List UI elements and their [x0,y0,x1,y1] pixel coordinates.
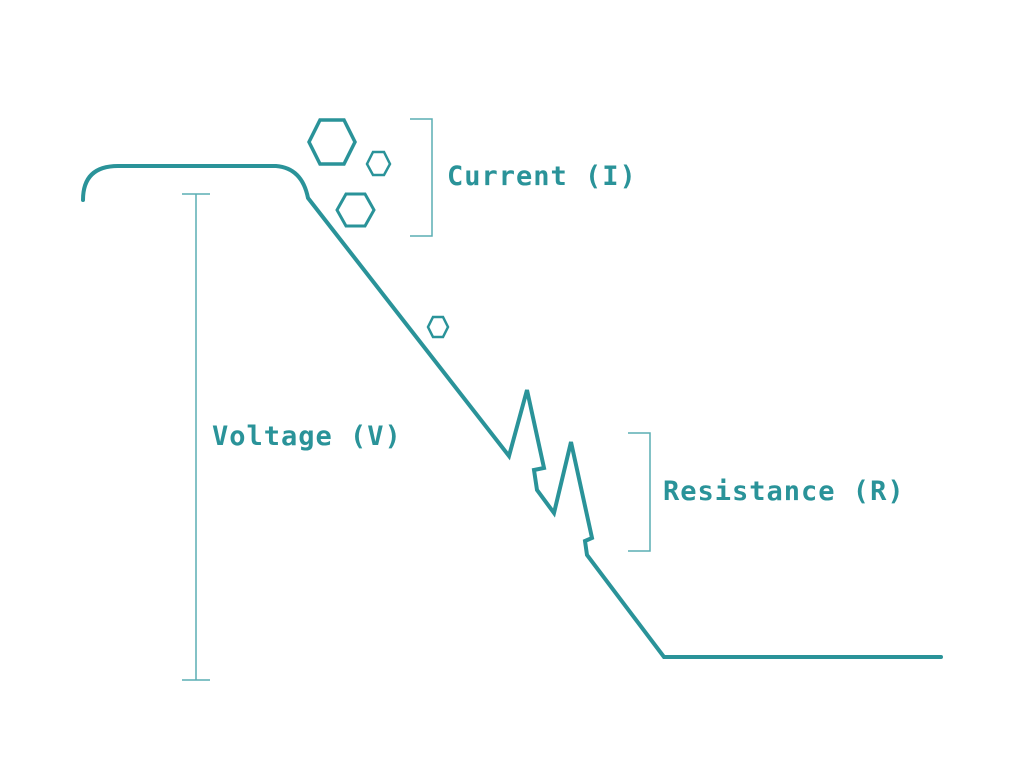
voltage-measure-line [182,193,210,681]
terrain-path [81,164,943,659]
resistance-bracket [628,432,651,552]
particle-hexagon-falling [426,315,450,339]
particle-hexagon-small [365,150,392,177]
current-bracket [410,118,433,237]
particle-hexagon-large [307,118,357,166]
voltage-label: Voltage (V) [212,421,402,452]
particle-hexagon-medium [335,192,376,228]
resistance-label: Resistance (R) [663,476,905,507]
current-label: Current (I) [447,161,637,192]
